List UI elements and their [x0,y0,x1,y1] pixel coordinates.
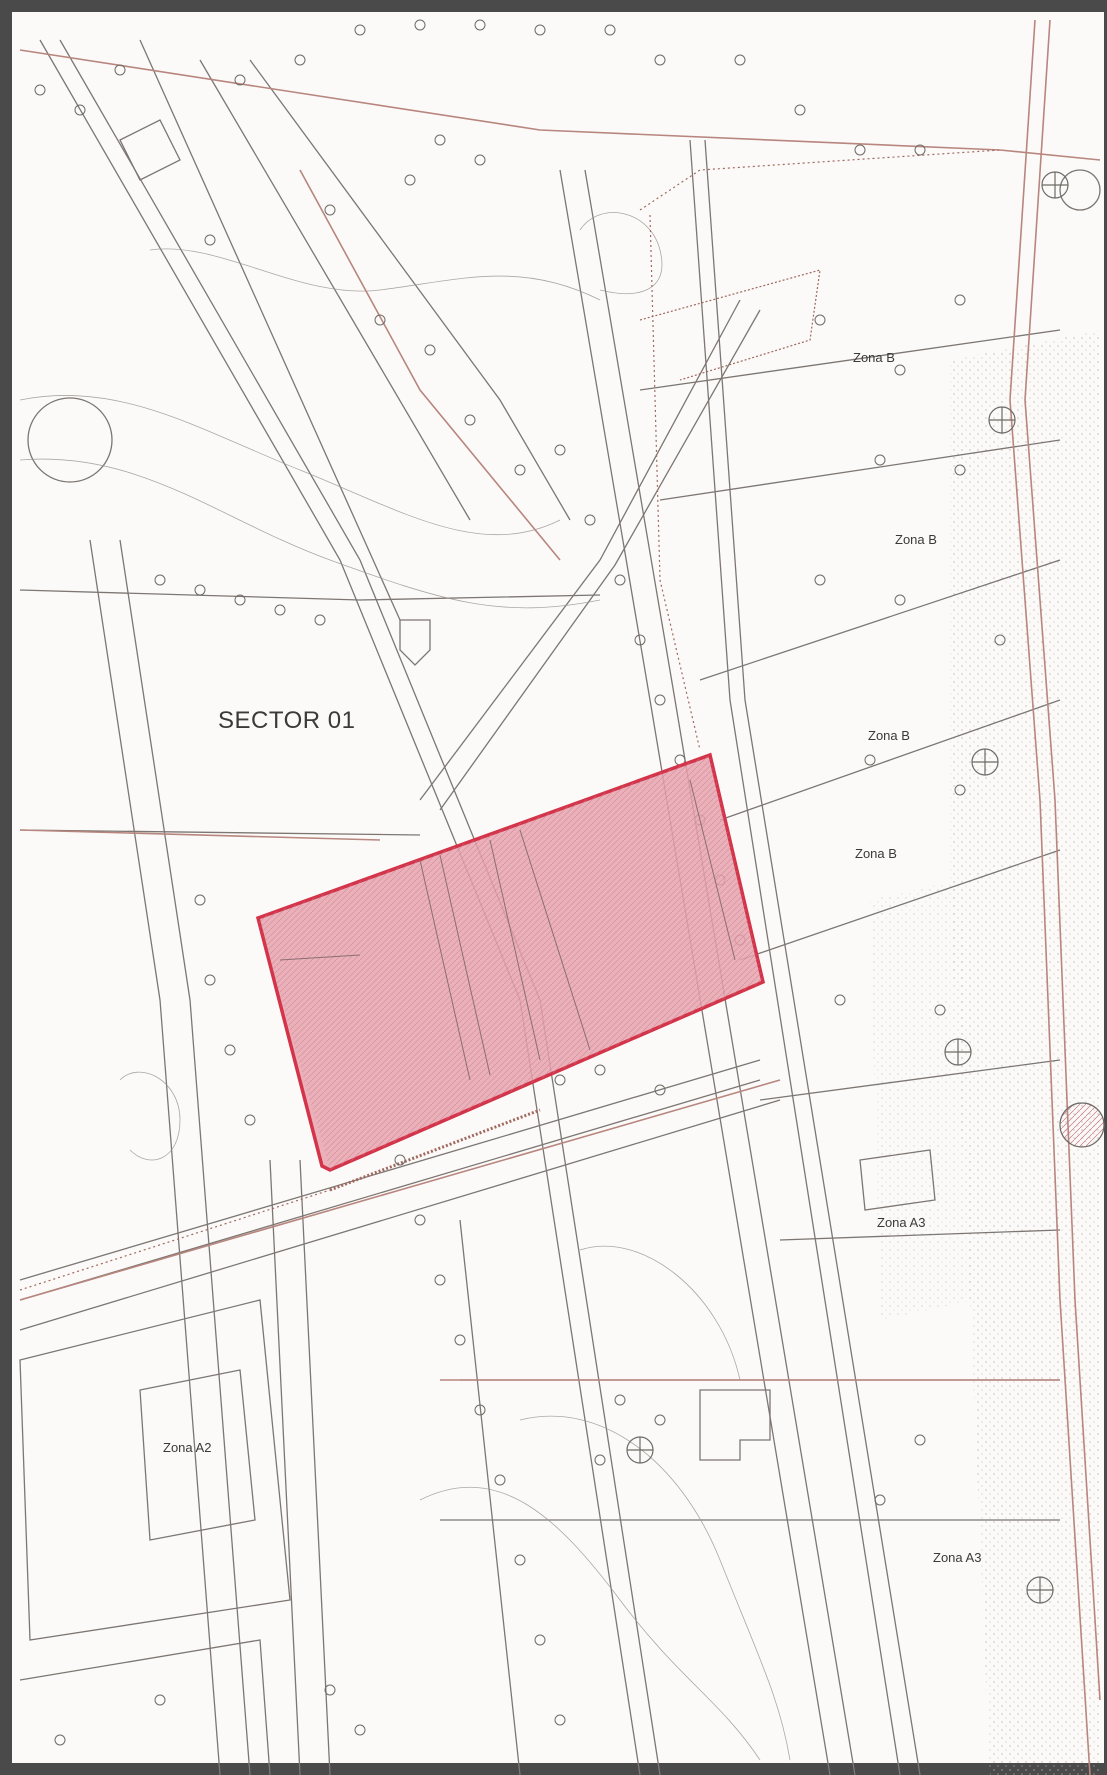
urban-stipple-area-2 [870,880,975,1320]
contour-lines [19,212,791,1761]
zone-label-a2: Zona A2 [163,1440,212,1455]
hatched-circle-symbol [1059,1102,1105,1148]
zone-label-b: Zona B [868,728,910,743]
zone-label-a3: Zona A3 [933,1550,982,1565]
sector-label: SECTOR 01 [218,707,356,734]
zone-label-a3: Zona A3 [877,1215,926,1230]
zone-label-b: Zona B [855,846,897,861]
street-lines [19,19,1101,1775]
zone-label-b: Zona B [895,532,937,547]
highlighted-parcel-texture [258,755,763,1170]
zone-label-b: Zona B [853,350,895,365]
boundary-hatch [19,149,1001,1291]
urban-stipple-area [950,330,1100,1775]
parcel-lines [19,39,1101,1775]
parcel-interior-lines [279,779,736,1081]
survey-symbols [626,171,1069,1604]
tree-symbols [34,19,1006,1746]
